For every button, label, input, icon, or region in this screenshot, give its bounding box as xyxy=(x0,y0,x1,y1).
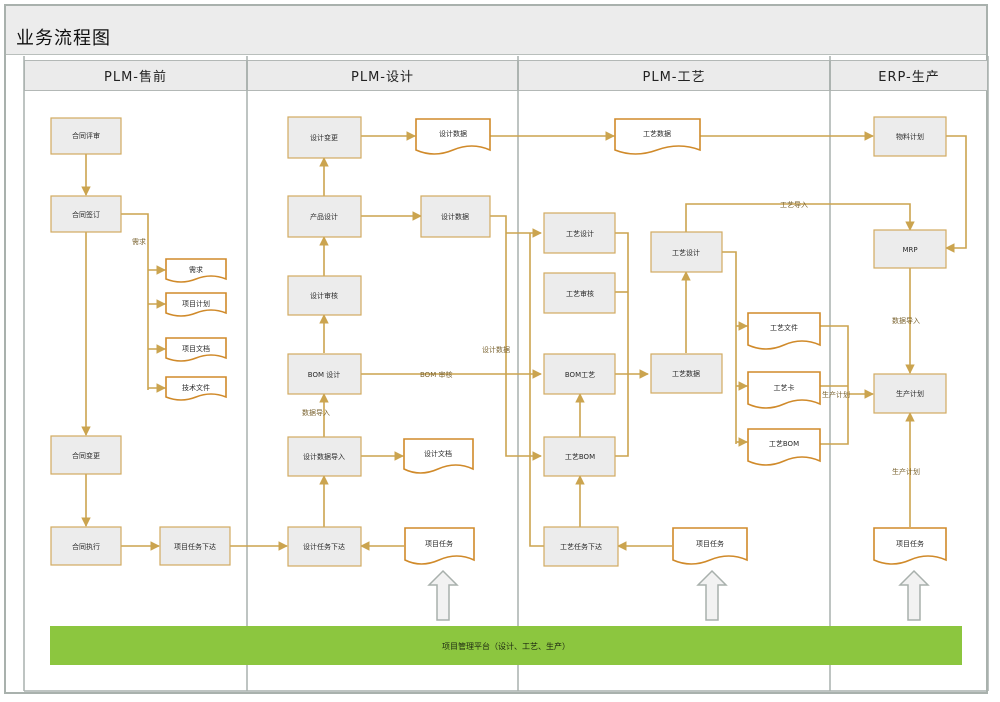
flow-lines xyxy=(81,131,967,551)
node-process-bom[interactable]: 工艺BOM xyxy=(543,436,616,477)
node-design-data-import[interactable]: 设计数据导入 xyxy=(287,436,362,477)
node-material-plan[interactable]: 物料计划 xyxy=(873,116,947,157)
node-bom-process[interactable]: BOM工艺 xyxy=(543,353,616,395)
up-arrow-erp-icon xyxy=(898,569,930,621)
flow-label-design-data: 设计数据 xyxy=(482,345,510,354)
doc-process-card[interactable]: 工艺卡 xyxy=(747,371,821,409)
doc-demand[interactable]: 需求 xyxy=(165,258,227,283)
svg-text:设计数据导入: 设计数据导入 xyxy=(303,452,345,461)
svg-text:设计文档: 设计文档 xyxy=(424,449,452,458)
upload-arrows xyxy=(427,569,930,621)
svg-text:项目文档: 项目文档 xyxy=(182,344,210,353)
flow-label-data-import: 数据导入 xyxy=(302,408,330,417)
node-process-task-dispatch[interactable]: 工艺任务下达 xyxy=(543,526,619,567)
svg-text:物料计划: 物料计划 xyxy=(896,132,924,141)
svg-text:工艺BOM: 工艺BOM xyxy=(565,453,595,461)
svg-text:产品设计: 产品设计 xyxy=(310,212,338,221)
document-shapes: 需求 项目计划 项目文档 技术文件 设计数据 设计文档 项目任务 工艺数据 工艺… xyxy=(165,118,947,565)
svg-text:设计任务下达: 设计任务下达 xyxy=(303,542,345,551)
svg-text:MRP: MRP xyxy=(902,246,917,254)
node-project-task-dispatch[interactable]: 项目任务下达 xyxy=(159,526,231,566)
node-production-plan[interactable]: 生产计划 xyxy=(873,373,947,414)
svg-text:工艺任务下达: 工艺任务下达 xyxy=(560,542,602,551)
svg-text:设计变更: 设计变更 xyxy=(310,133,338,142)
svg-text:BOM工艺: BOM工艺 xyxy=(565,371,595,379)
doc-process-bom[interactable]: 工艺BOM xyxy=(747,428,821,466)
node-contract-execute[interactable]: 合同执行 xyxy=(50,526,122,566)
svg-text:工艺设计: 工艺设计 xyxy=(672,248,700,257)
node-process-data[interactable]: 工艺数据 xyxy=(650,353,723,394)
node-bom-design[interactable]: BOM 设计 xyxy=(287,353,362,395)
platform-bar[interactable]: 项目管理平台（设计、工艺、生产） xyxy=(50,626,962,665)
node-contract-review[interactable]: 合同评审 xyxy=(50,117,122,155)
flow-label-process-import: 工艺导入 xyxy=(780,201,808,209)
doc-project-task-design[interactable]: 项目任务 xyxy=(404,527,475,565)
node-design-review[interactable]: 设计审核 xyxy=(287,275,362,316)
svg-text:工艺设计: 工艺设计 xyxy=(566,229,594,238)
svg-text:项目任务: 项目任务 xyxy=(696,539,724,548)
node-design-data-box[interactable]: 设计数据 xyxy=(420,195,491,238)
doc-process-files[interactable]: 工艺文件 xyxy=(747,312,821,350)
doc-design-data[interactable]: 设计数据 xyxy=(415,118,491,155)
svg-text:BOM 设计: BOM 设计 xyxy=(308,370,340,379)
svg-text:需求: 需求 xyxy=(189,265,203,274)
svg-text:项目任务: 项目任务 xyxy=(896,539,924,548)
node-product-design[interactable]: 产品设计 xyxy=(287,195,362,238)
flow-label-production-plan: 生产计划 xyxy=(822,390,850,399)
process-boxes: 合同评审 合同签订 合同变更 合同执行 项目任务下达 设计变更 产品设计 设计审… xyxy=(50,116,947,567)
node-process-design-2[interactable]: 工艺设计 xyxy=(650,231,723,273)
svg-text:工艺文件: 工艺文件 xyxy=(770,323,798,332)
doc-design-docs[interactable]: 设计文档 xyxy=(403,438,474,474)
doc-project-plan[interactable]: 项目计划 xyxy=(165,292,227,317)
node-design-change[interactable]: 设计变更 xyxy=(287,116,362,159)
svg-text:设计审核: 设计审核 xyxy=(310,291,338,300)
flow-label-data-import-erp: 数据导入 xyxy=(892,316,920,325)
lane-grid xyxy=(23,56,989,692)
svg-text:合同变更: 合同变更 xyxy=(72,451,100,460)
doc-project-task-erp[interactable]: 项目任务 xyxy=(873,527,947,565)
doc-technical-files[interactable]: 技术文件 xyxy=(165,376,227,401)
node-design-task-dispatch[interactable]: 设计任务下达 xyxy=(287,526,362,567)
svg-text:工艺卡: 工艺卡 xyxy=(774,383,795,392)
svg-text:工艺BOM: 工艺BOM xyxy=(769,440,799,448)
svg-text:项目计划: 项目计划 xyxy=(182,299,210,308)
page-title: 业务流程图 xyxy=(16,28,111,49)
svg-text:设计数据: 设计数据 xyxy=(439,129,467,138)
svg-text:合同签订: 合同签订 xyxy=(72,210,100,219)
node-process-review[interactable]: 工艺审核 xyxy=(543,272,616,314)
lane-header-process: PLM-工艺 xyxy=(518,60,830,91)
svg-text:项目任务: 项目任务 xyxy=(425,539,453,548)
flow-label-production-plan-erp: 生产计划 xyxy=(892,467,920,476)
doc-process-data-top[interactable]: 工艺数据 xyxy=(614,118,701,155)
flow-labels: 需求 设计数据 BOM 审核 数据导入 工艺导入 数据导入 生产计划 生产计划 xyxy=(132,201,920,476)
svg-text:项目管理平台（设计、工艺、生产）: 项目管理平台（设计、工艺、生产） xyxy=(442,641,570,651)
svg-text:工艺审核: 工艺审核 xyxy=(566,289,594,298)
flow-label-demand: 需求 xyxy=(132,237,146,246)
node-mrp[interactable]: MRP xyxy=(873,229,947,269)
lane-header-design: PLM-设计 xyxy=(247,60,518,91)
doc-project-task-process[interactable]: 项目任务 xyxy=(672,527,748,565)
svg-text:技术文件: 技术文件 xyxy=(182,383,210,392)
up-arrow-design-icon xyxy=(427,569,459,621)
svg-text:合同执行: 合同执行 xyxy=(72,542,100,551)
svg-text:生产计划: 生产计划 xyxy=(896,389,924,398)
title-bar: 业务流程图 xyxy=(6,6,986,55)
svg-text:工艺数据: 工艺数据 xyxy=(643,129,671,138)
lane-header-erp: ERP-生产 xyxy=(830,60,988,91)
node-contract-change[interactable]: 合同变更 xyxy=(50,435,122,475)
up-arrow-process-icon xyxy=(696,569,728,621)
flow-label-bom-review: BOM 审核 xyxy=(420,370,452,379)
doc-project-docs[interactable]: 项目文档 xyxy=(165,337,227,362)
svg-text:合同评审: 合同评审 xyxy=(72,131,100,140)
svg-text:工艺数据: 工艺数据 xyxy=(672,369,700,378)
svg-text:项目任务下达: 项目任务下达 xyxy=(174,542,216,551)
svg-text:设计数据: 设计数据 xyxy=(441,212,469,221)
node-process-design[interactable]: 工艺设计 xyxy=(543,212,616,254)
node-contract-sign[interactable]: 合同签订 xyxy=(50,195,122,233)
